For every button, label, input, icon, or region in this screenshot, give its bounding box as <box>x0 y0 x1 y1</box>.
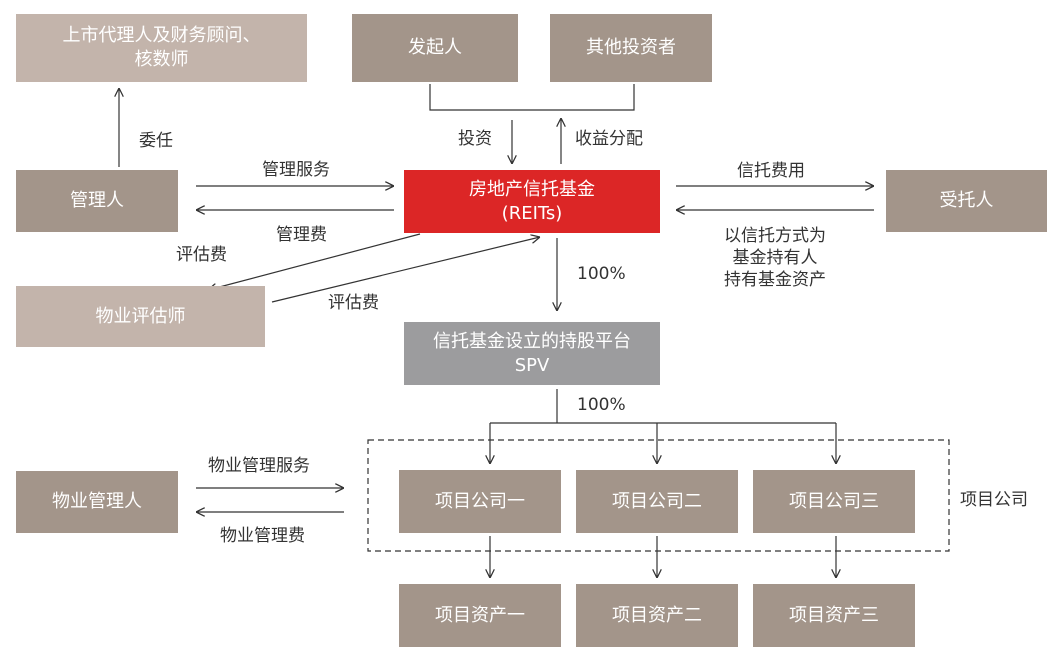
project-asset-1-box: 项目资产一 <box>399 584 561 647</box>
project-company-2-box: 项目公司二 <box>576 470 738 533</box>
sponsor-box: 发起人 <box>352 14 518 82</box>
text-line: (REITs) <box>501 202 563 224</box>
property-manager-box: 物业管理人 <box>16 471 178 533</box>
project-asset-2-box: 项目资产二 <box>576 584 738 647</box>
pct-reits-spv-label: 100% <box>577 264 626 284</box>
valuation-fee-left-label: 评估费 <box>176 245 227 265</box>
text-line: SPV <box>514 354 550 376</box>
text-line: 上市代理人及财务顾问、 <box>62 25 261 46</box>
trustee-box: 受托人 <box>886 170 1047 232</box>
trustee-role-label: 以信托方式为基金持有人持有基金资产 <box>705 225 845 291</box>
project-companies-label: 项目公司 <box>960 490 1028 510</box>
trust-fee-label: 信托费用 <box>737 161 805 181</box>
text-line: 受托人 <box>939 190 994 211</box>
text-line: 项目公司一 <box>435 490 525 512</box>
text-line: 物业管理人 <box>52 491 142 512</box>
project-company-3-box: 项目公司三 <box>753 470 915 533</box>
text-line: 以信托方式为 <box>724 226 826 246</box>
property-mgmt-service-label: 物业管理服务 <box>208 456 310 476</box>
property-valuer-box: 物业评估师 <box>16 286 265 347</box>
management-fee-label: 管理费 <box>276 225 327 245</box>
text-line: 物业评估师 <box>95 305 186 327</box>
text-line: 管理人 <box>70 190 124 211</box>
valuation-fee-bottom-label: 评估费 <box>328 293 379 313</box>
text-line: 项目资产三 <box>789 604 879 626</box>
text-line: 发起人 <box>408 37 462 58</box>
appoint-label: 委任 <box>139 131 173 151</box>
arrow-valuation-fee-bottom <box>271 237 540 303</box>
text-line: 持有基金资产 <box>724 270 826 290</box>
text-line: 项目公司三 <box>789 490 879 512</box>
income-distribution-label: 收益分配 <box>575 129 643 149</box>
investor-bracket <box>429 84 635 111</box>
listing-agent-box: 上市代理人及财务顾问、核数师 <box>16 14 307 82</box>
text-line: 基金持有人 <box>732 248 818 268</box>
text-line: 信托基金设立的持股平台 <box>433 330 631 352</box>
text-line: 核数师 <box>134 49 189 70</box>
text-line: 项目资产一 <box>435 604 525 626</box>
text-line: 项目资产二 <box>612 604 702 626</box>
management-service-label: 管理服务 <box>262 160 330 180</box>
invest-label: 投资 <box>458 129 492 149</box>
project-companies-frame <box>367 439 950 552</box>
text-line: 项目公司二 <box>612 490 702 512</box>
arrow-valuation-fee-left <box>208 233 421 290</box>
pct-spv-companies-label: 100% <box>577 395 626 415</box>
other-investors-box: 其他投资者 <box>550 14 712 82</box>
reits-box: 房地产信托基金(REITs) <box>404 170 660 233</box>
project-company-1-box: 项目公司一 <box>399 470 561 533</box>
property-mgmt-fee-label: 物业管理费 <box>220 526 305 546</box>
manager-box: 管理人 <box>16 170 178 232</box>
text-line: 房地产信托基金 <box>469 178 595 200</box>
project-asset-3-box: 项目资产三 <box>753 584 915 647</box>
text-line: 其他投资者 <box>586 37 676 58</box>
